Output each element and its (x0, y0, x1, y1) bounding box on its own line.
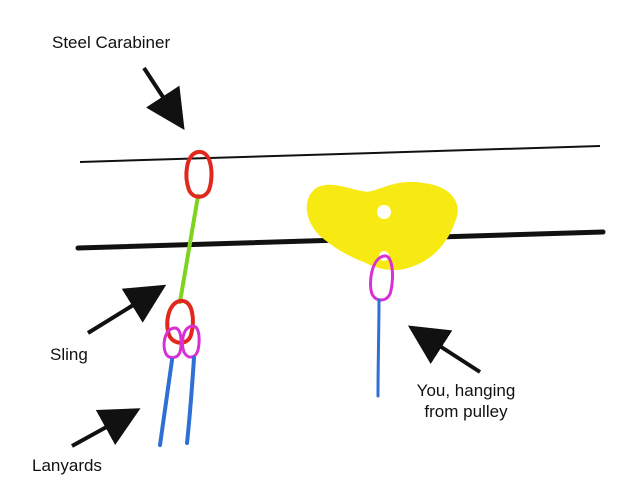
lanyard-left (158, 358, 174, 447)
pulley-hole-upper (377, 205, 391, 219)
label-lanyards: Lanyards (32, 456, 102, 475)
label-you-line2: from pulley (424, 402, 508, 421)
arrow-you (407, 325, 482, 374)
pulley-lanyard-clip (369, 254, 394, 302)
lanyard-right (185, 356, 196, 445)
steel-carabiner (184, 150, 214, 199)
label-steel-carabiner: Steel Carabiner (52, 33, 171, 52)
upper-cable (79, 145, 601, 163)
arrow-lanyards (71, 408, 141, 448)
arrow-carabiner (142, 66, 185, 131)
label-you-hanging: You, hanging from pulley (410, 380, 522, 422)
lanyard-clip-left (162, 326, 183, 360)
label-you-line1: You, hanging (416, 381, 516, 400)
lanyard-clip-right (181, 324, 201, 359)
arrow-sling (86, 284, 167, 335)
label-sling: Sling (50, 345, 88, 364)
pulley-lanyard (376, 298, 381, 398)
sling (178, 194, 200, 304)
pulley (306, 182, 458, 271)
